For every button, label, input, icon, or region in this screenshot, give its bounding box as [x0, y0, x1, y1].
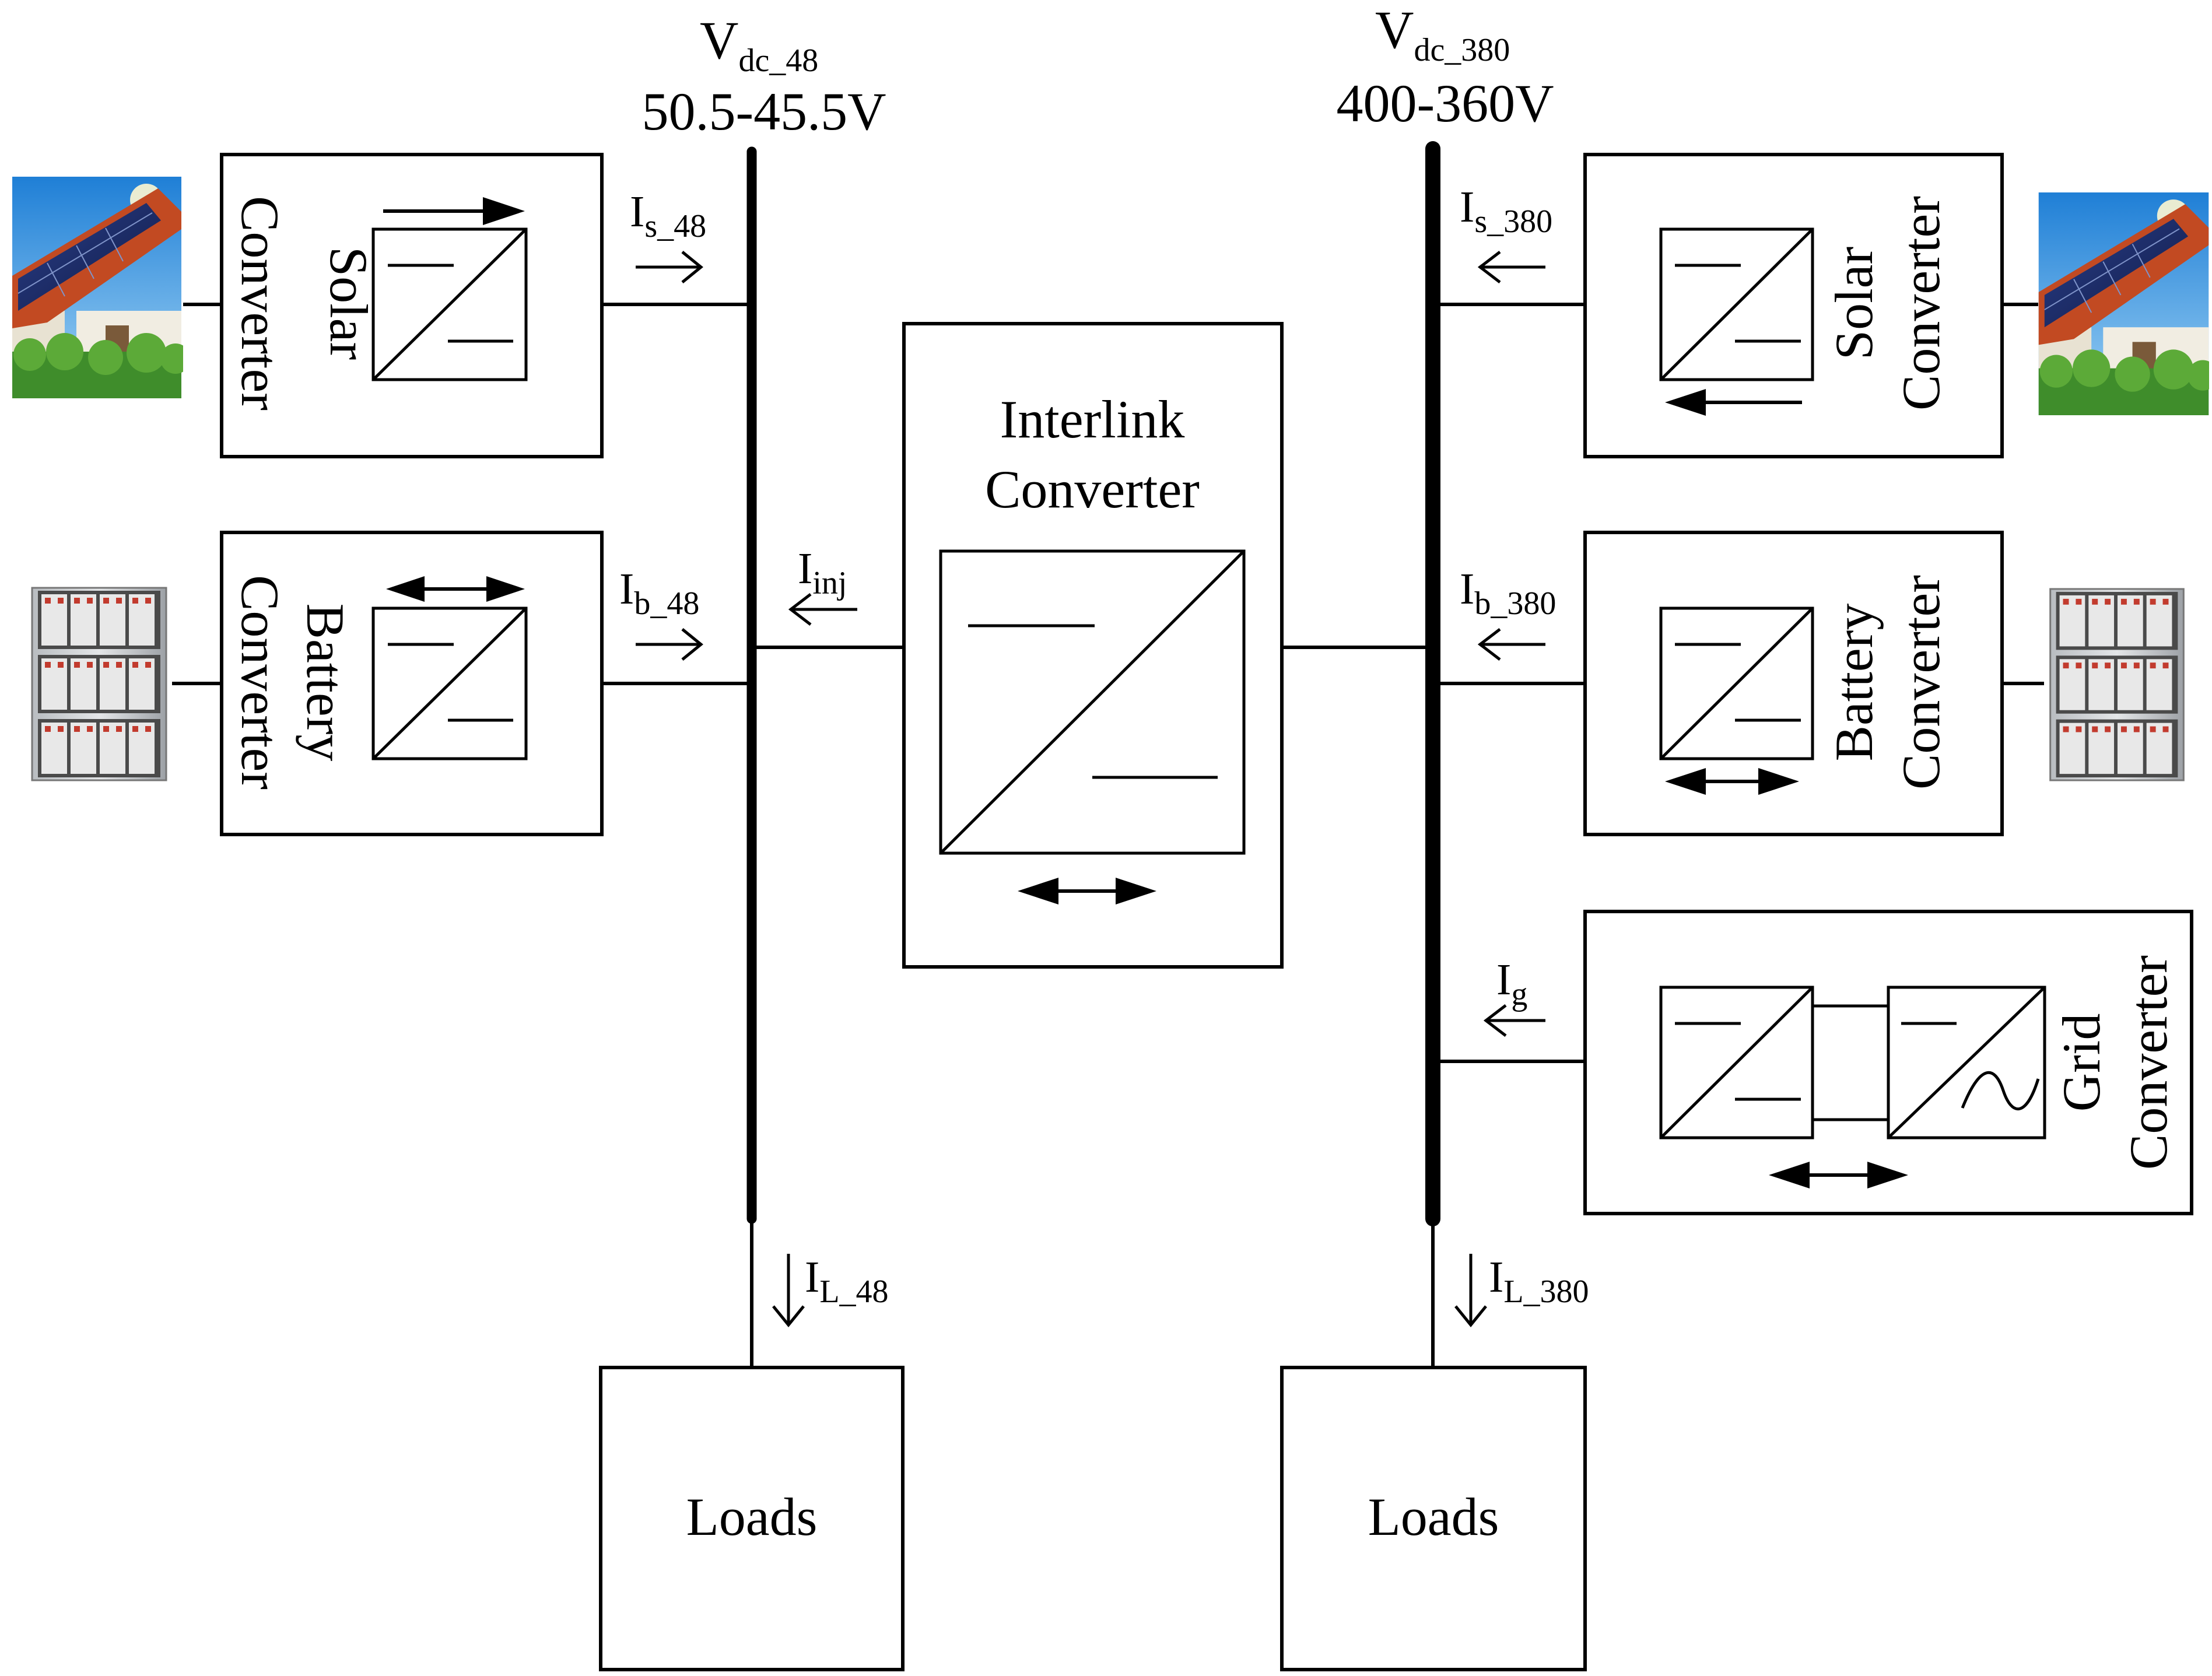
right-solar-current-label: Is_380 [1460, 183, 1552, 240]
interlink-label-line2: Converter [985, 460, 1200, 519]
right-battery-label-line1: Battery [1824, 604, 1884, 762]
left-battery-current-arrow-icon [636, 628, 703, 661]
bus-380v-range: 400-360V [1336, 73, 1554, 133]
load-left-current: IL_48 [772, 1253, 889, 1327]
dc-dc-converter-icon [1659, 606, 1814, 760]
right-battery-current-label: Ib_380 [1460, 564, 1556, 622]
interlink-current-label: Iinj [798, 544, 847, 601]
left-battery-source-image [32, 588, 166, 780]
interlink-label-line1: Interlink [1000, 390, 1185, 449]
left-battery-label-line2: Converter [230, 575, 290, 790]
dc-ac-converter-icon [1887, 986, 2046, 1139]
load-left-current-label: IL_48 [805, 1253, 889, 1310]
interlink-converter: Interlink Converter [902, 322, 1284, 969]
load-right-current: IL_380 [1454, 1253, 1589, 1327]
right-battery-label-line2: Converter [1891, 575, 1951, 790]
grid-label-line2: Converter [2119, 955, 2178, 1170]
right-battery-current-arrow-icon [1477, 628, 1545, 661]
dc-dc-converter-icon [1659, 227, 1814, 381]
bidirectional-arrow-icon [1018, 878, 1156, 904]
left-solar-current-label: Is_48 [630, 187, 706, 244]
dc-dc-converter-icon [371, 227, 528, 381]
bus-48v-voltage-label: Vdc_48 [700, 10, 818, 79]
left-battery-current-label: Ib_48 [619, 564, 699, 622]
left-solar-current-arrow-icon [636, 251, 703, 283]
left-arrow-icon [1665, 389, 1802, 416]
right-arrow-icon [383, 197, 525, 225]
right-solar-label-line2: Converter [1891, 196, 1951, 411]
load-left-label: Loads [686, 1487, 818, 1547]
interlink-current-arrow-icon [788, 593, 857, 626]
left-battery-label-line1: Battery [296, 604, 355, 762]
bus-380v-voltage-label: Vdc_380 [1375, 0, 1510, 68]
right-solar-current-arrow-icon [1477, 251, 1545, 283]
grid-current-label: Ig [1496, 955, 1527, 1012]
dc-dc-converter-icon [371, 606, 528, 760]
grid-converter: Grid Converter [1583, 910, 2193, 1215]
dc-dc-converter-icon [939, 549, 1246, 855]
load-left-box: Loads [599, 1366, 905, 1671]
right-solar-converter: Solar Converter [1583, 153, 2004, 458]
right-battery-converter: Battery Converter [1583, 531, 2004, 836]
dc-dc-converter-icon [1659, 986, 1814, 1139]
right-solar-source-image [2039, 192, 2212, 415]
left-solar-label-line2: Converter [230, 196, 290, 411]
bidirectional-arrow-icon [386, 576, 525, 602]
bus-48v-range: 50.5-45.5V [641, 82, 886, 141]
left-battery-converter: Battery Converter [220, 531, 604, 836]
right-battery-source-image [2050, 589, 2184, 780]
load-right-current-label: IL_380 [1489, 1253, 1589, 1310]
right-solar-label-line1: Solar [1824, 247, 1884, 360]
load-right-box: Loads [1280, 1366, 1587, 1671]
bidirectional-arrow-icon [1769, 1162, 1908, 1188]
left-solar-converter: Solar Converter [220, 153, 604, 458]
grid-label-line1: Grid [2052, 1014, 2111, 1112]
bidirectional-arrow-icon [1665, 768, 1799, 795]
load-right-label: Loads [1368, 1487, 1499, 1547]
left-solar-label-line1: Solar [319, 247, 378, 360]
left-solar-source-image [12, 177, 191, 398]
grid-current-arrow-icon [1483, 1004, 1545, 1037]
